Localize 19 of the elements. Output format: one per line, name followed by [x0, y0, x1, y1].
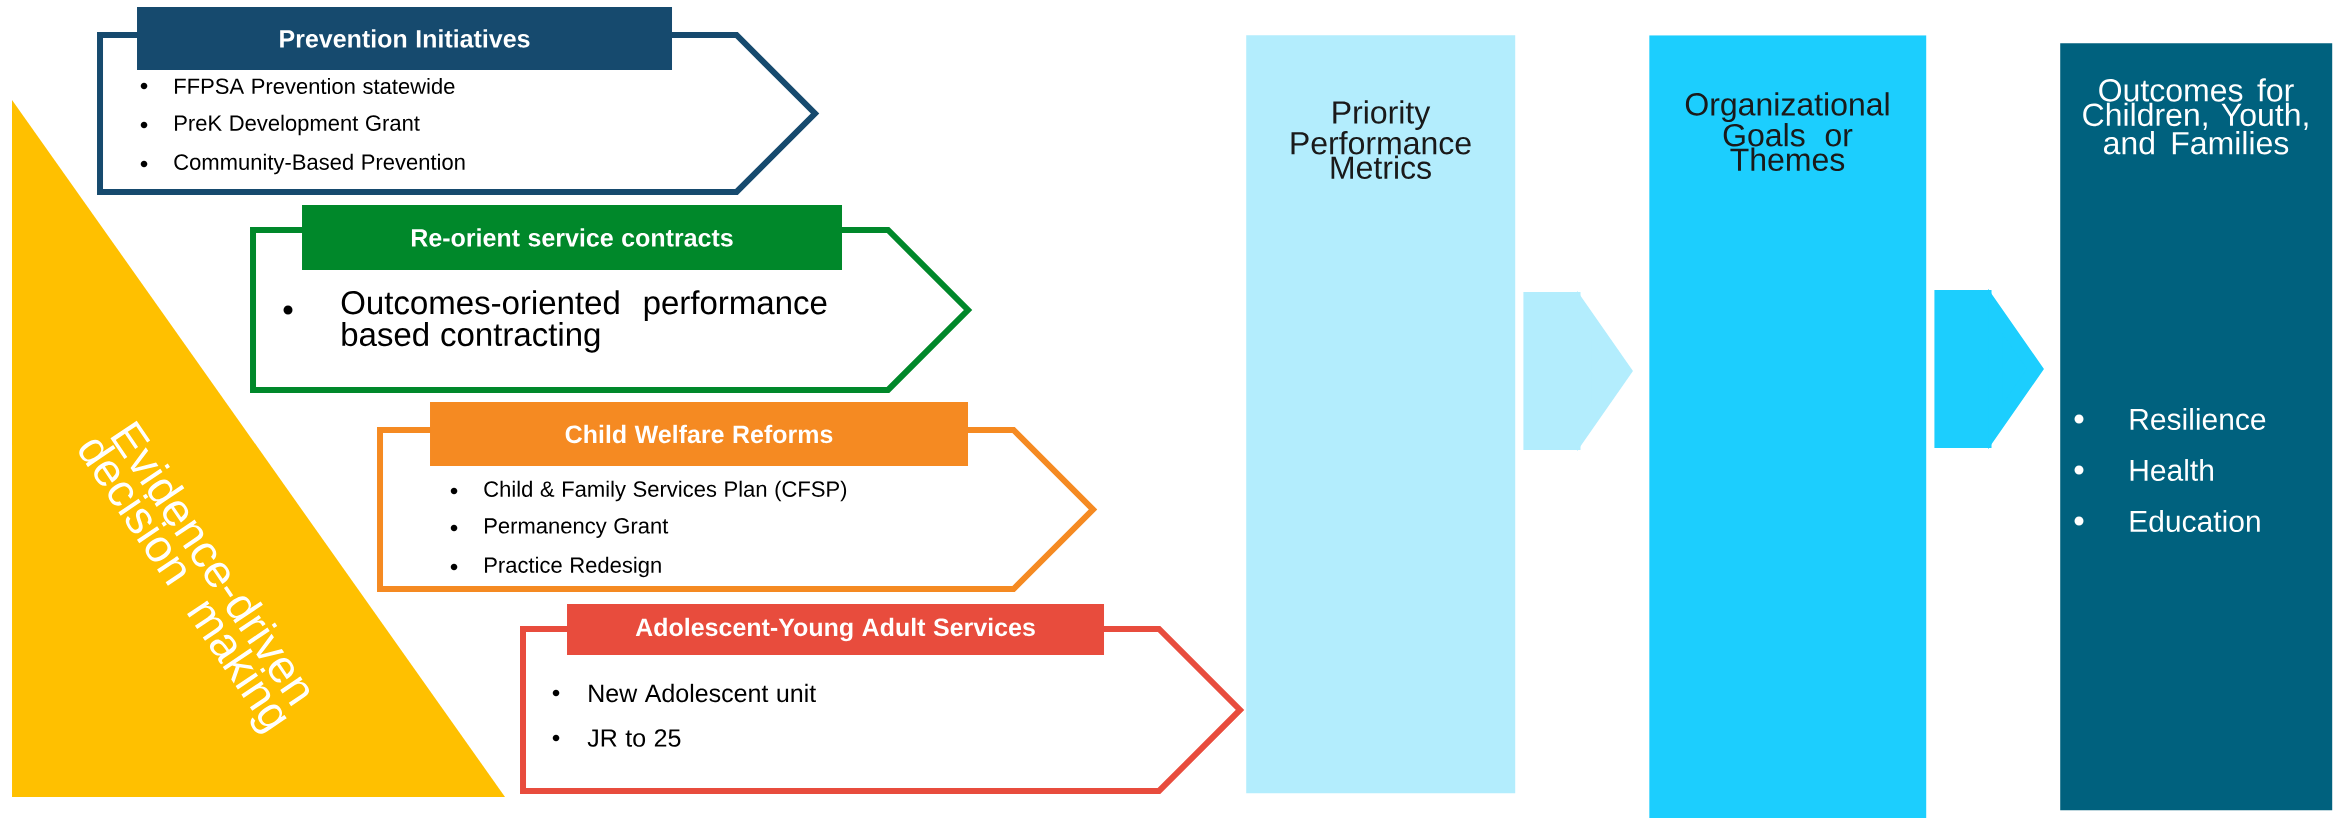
bullet-item: Resilience [2074, 408, 2266, 430]
header-bar: Re-orient service contracts [302, 205, 842, 270]
bullet-item: Community-Based Prevention [140, 153, 465, 175]
header-bar: Child Welfare Reforms [430, 402, 968, 466]
column-heading: Priority Performance Metrics [1291, 100, 1471, 179]
bullet-item: Health [2074, 459, 2213, 481]
bullet-item: Child & Family Services Plan (CFSP) [450, 480, 847, 502]
bullet-item: PreK Development Grant [140, 114, 420, 136]
header-bar: Prevention Initiatives [137, 7, 672, 70]
bullet-item: JR to 25 [552, 729, 681, 747]
bullet-item: Permanency Grant [450, 518, 669, 538]
column-heading: Outcomes for Children, Youth, and Families [2083, 78, 2308, 155]
column-heading: Organizational Goals or Themes [1685, 92, 1889, 171]
bullet-item: Practice Redesign [450, 556, 661, 578]
bullet-item: Outcomes-oriented performance based contracting [283, 290, 827, 353]
header-bar: Adolescent-Young Adult Services [567, 604, 1104, 655]
bullet-item: New Adolescent unit [552, 683, 816, 703]
bullet-item: Education [2074, 510, 2260, 532]
bullet-item: FFPSA Prevention statewide [140, 77, 455, 95]
